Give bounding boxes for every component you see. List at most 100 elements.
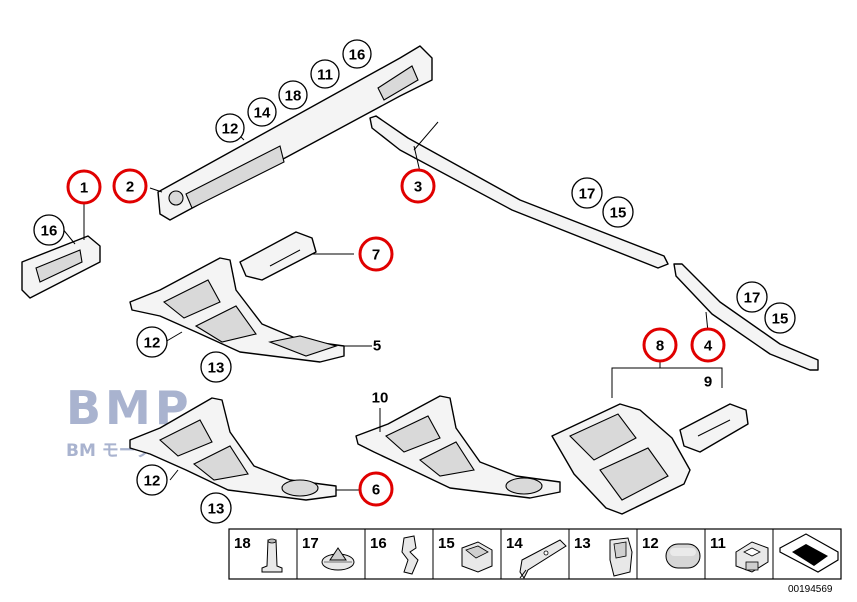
callout-number: 2 (126, 179, 134, 196)
callout-15: 15 (602, 196, 634, 228)
expanding-nut-icon (321, 547, 355, 571)
callout-17: 17 (571, 177, 603, 209)
callout-6-highlighted: 6 (358, 471, 394, 507)
legend-cell-15: 15 (438, 535, 493, 573)
legend-number: 11 (710, 535, 726, 552)
callout-1-highlighted: 1 (66, 169, 102, 205)
callout-circle (310, 59, 340, 89)
callout-circle (33, 214, 65, 246)
label-5: 5 (373, 338, 381, 355)
legend-cell-13: 13 (574, 535, 633, 577)
callout-11: 11 (310, 59, 340, 89)
spring-clip-icon (401, 535, 419, 575)
callout-circle (247, 97, 277, 127)
callout-number: 12 (222, 121, 239, 138)
callout-15: 15 (764, 302, 796, 334)
callout-number: 17 (579, 186, 596, 203)
label-9: 9 (704, 374, 712, 391)
legend-number: 15 (438, 535, 455, 552)
callout-number: 7 (372, 247, 380, 264)
callout-circle (642, 327, 678, 363)
callout-circle (358, 471, 394, 507)
legend-number: 16 (370, 535, 387, 552)
legend-number: 17 (302, 535, 319, 552)
part-8-console-frame (551, 360, 723, 515)
callout-number: 6 (372, 482, 380, 499)
callout-12: 12 (136, 464, 168, 496)
legend-cell-12: 12 (642, 535, 701, 569)
callout-number: 1 (80, 180, 88, 197)
callout-number: 8 (656, 338, 664, 355)
callout-14: 14 (247, 97, 277, 127)
part-10-console-trim (355, 395, 561, 499)
fastener-legend: 18 17 16 15 (228, 528, 842, 595)
callout-4-highlighted: 4 (690, 327, 726, 363)
legend-number: 13 (574, 535, 591, 552)
reference-number: 00194569 (788, 584, 833, 595)
callout-circle (112, 168, 148, 204)
callout-circle (400, 168, 436, 204)
callout-number: 12 (144, 473, 161, 490)
legend-number: 14 (506, 535, 523, 552)
legend-number: 18 (234, 535, 251, 552)
legend-cell-18: 18 (234, 535, 283, 573)
label-10: 10 (372, 390, 389, 407)
callout-circle (358, 236, 394, 272)
clip-nut-icon (461, 541, 493, 573)
part-7-cover (239, 231, 354, 281)
callout-13: 13 (200, 351, 232, 383)
callout-3-highlighted: 3 (400, 168, 436, 204)
callout-number: 3 (414, 179, 422, 196)
square-clip-icon (735, 541, 769, 573)
callout-13: 13 (200, 492, 232, 524)
sheet-metal-icon (779, 533, 839, 573)
callout-number: 13 (208, 501, 225, 518)
callout-number: 18 (285, 88, 302, 105)
callout-number: 16 (41, 223, 58, 240)
callout-circle (602, 196, 634, 228)
callout-number: 14 (254, 105, 271, 122)
callout-circle (571, 177, 603, 209)
callout-number: 4 (704, 338, 713, 355)
part-6-console-trim (129, 397, 362, 501)
callout-circle (342, 39, 372, 69)
callout-16: 16 (33, 214, 65, 246)
legend-cell-14: 14 (506, 535, 567, 579)
legend-cell-17: 17 (302, 535, 355, 571)
callout-number: 13 (208, 360, 225, 377)
retaining-clip-icon (609, 537, 633, 577)
plain-labels: 5 9 10 (372, 338, 713, 407)
callout-circle (690, 327, 726, 363)
callout-circle (215, 113, 245, 143)
part-9-cover (679, 403, 749, 453)
callout-circle (200, 351, 232, 383)
callout-number: 15 (610, 205, 627, 222)
callout-17: 17 (736, 281, 768, 313)
callout-16: 16 (342, 39, 372, 69)
rubber-buffer-icon (665, 543, 701, 569)
bracket-clip-icon (519, 539, 567, 579)
callout-circle (278, 80, 308, 110)
callout-12: 12 (215, 113, 245, 143)
callout-number: 12 (144, 335, 161, 352)
part-5-console-trim (129, 257, 372, 363)
legend-cell-11: 11 (710, 535, 769, 573)
callout-circle (136, 464, 168, 496)
callout-circle (764, 302, 796, 334)
callout-7-highlighted: 7 (358, 236, 394, 272)
legend-number: 12 (642, 535, 659, 552)
legend-cell-16: 16 (370, 535, 419, 575)
callout-number: 15 (772, 311, 789, 328)
callout-circle (736, 281, 768, 313)
callout-8-highlighted: 8 (642, 327, 678, 363)
part-2-dash-trim (149, 45, 433, 221)
callout-number: 17 (744, 290, 761, 307)
part-1-trim (21, 196, 101, 299)
callout-number: 16 (349, 47, 366, 64)
rivet-icon (261, 538, 283, 573)
callout-circle (136, 326, 168, 358)
part-3-strip (369, 115, 669, 269)
callout-circle (66, 169, 102, 205)
